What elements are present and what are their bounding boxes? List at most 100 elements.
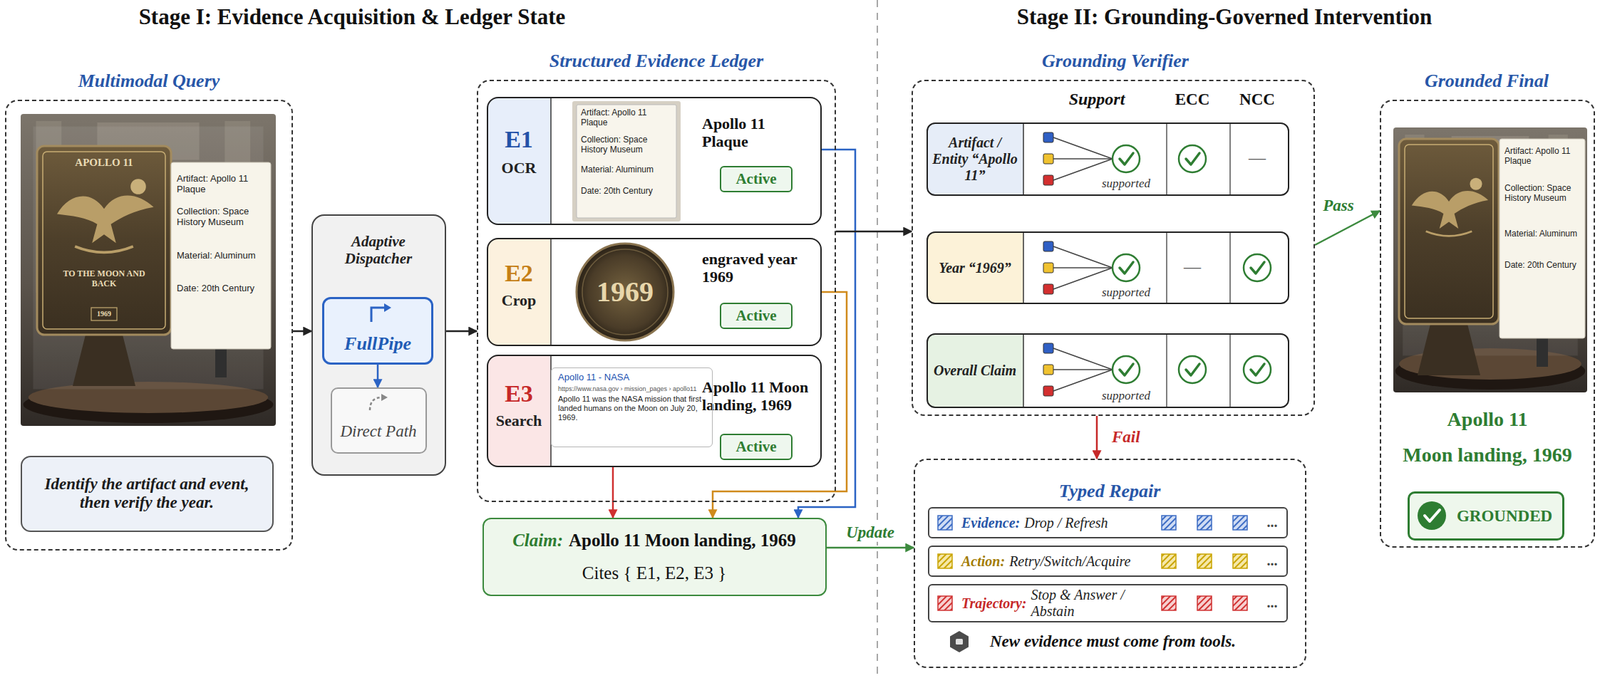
engraved-year: 1969 bbox=[596, 275, 654, 309]
box-fill bbox=[486, 238, 822, 347]
check-mark bbox=[1119, 153, 1134, 165]
connector-arrow bbox=[1314, 210, 1380, 246]
stage-heading: Stage I: Evidence Acquisition & Ledger S… bbox=[138, 4, 566, 30]
node-text: OCR bbox=[501, 158, 537, 177]
box-fill bbox=[322, 297, 434, 365]
card-text: Artifact: Apollo 11 Plaque bbox=[580, 108, 674, 129]
support-line bbox=[1053, 369, 1113, 392]
evidence-row: E3SearchApollo 11 Moon landing, 1969Apol… bbox=[486, 354, 822, 468]
cell-divider bbox=[1165, 333, 1168, 409]
grounded-icon bbox=[1424, 510, 1440, 522]
card-text: Material: Aluminum bbox=[176, 250, 267, 262]
check-mark bbox=[1119, 364, 1134, 376]
check-mark bbox=[1178, 145, 1206, 173]
box-fill bbox=[927, 507, 1288, 539]
box-fill bbox=[330, 387, 427, 454]
node-text: Active bbox=[735, 307, 777, 325]
node-text: Active bbox=[735, 170, 777, 188]
repair-row: Action:Retry/Switch/Acquire... bbox=[927, 545, 1288, 578]
plaque bbox=[37, 146, 172, 335]
repair-row: Trajectory:Stop & Answer / Abstain... bbox=[927, 584, 1288, 623]
panel-heading: Multimodal Query bbox=[78, 70, 221, 92]
box-fill bbox=[1407, 491, 1565, 541]
node-text: E2 bbox=[504, 259, 534, 288]
verifier-panel: Grounding VerifierSupportECCNCCArtifact … bbox=[911, 79, 1315, 417]
check-mark bbox=[1112, 145, 1140, 173]
node-text: Evidence: bbox=[961, 515, 1020, 532]
source-square bbox=[1043, 241, 1054, 252]
route-icon bbox=[369, 397, 383, 411]
node-text: Apollo 11 - NASA bbox=[558, 372, 706, 384]
node-text: GROUNDED bbox=[1456, 507, 1553, 526]
box-fill bbox=[926, 231, 1290, 305]
ocr-crop bbox=[572, 101, 681, 222]
query-box: Identify the artifact and event, then ve… bbox=[20, 456, 274, 533]
box-fill bbox=[927, 545, 1288, 578]
hatched-square bbox=[1232, 596, 1248, 611]
check-mark bbox=[1185, 364, 1200, 376]
plaque-stand bbox=[1417, 324, 1481, 376]
check-mark bbox=[1112, 254, 1140, 282]
card-text: Date: 20th Century bbox=[176, 283, 267, 295]
check-mark bbox=[1243, 254, 1271, 282]
card-text: Artifact: Apollo 11 Plaque bbox=[1504, 146, 1582, 167]
query-panel: Multimodal QueryIdentify the artifact an… bbox=[4, 99, 293, 551]
cell-divider bbox=[1022, 122, 1025, 196]
check-row: Overall Claim supported bbox=[926, 333, 1290, 409]
box-fill bbox=[311, 214, 447, 477]
hatched-square bbox=[937, 515, 953, 531]
node-text: Apollo 11 Moon landing, 1969 bbox=[702, 378, 814, 415]
card-text: Material: Aluminum bbox=[1504, 229, 1582, 240]
check-mark bbox=[1112, 356, 1140, 384]
stage-heading: Stage II: Grounding-Governed Interventio… bbox=[1017, 4, 1432, 30]
box-fill bbox=[550, 367, 713, 448]
connector-arrow bbox=[826, 547, 914, 550]
support-line bbox=[1053, 348, 1113, 370]
tool-icon bbox=[950, 631, 969, 653]
node-text: Direct Path bbox=[339, 422, 417, 442]
eagle-relief bbox=[1411, 191, 1489, 229]
node-text: — bbox=[1248, 148, 1266, 169]
support-line bbox=[1053, 158, 1113, 160]
final-panel: Grounded FinalApollo 11Moon landing, 196… bbox=[1379, 99, 1596, 549]
repair-row: Evidence:Drop / Refresh... bbox=[927, 507, 1288, 539]
plaque-inscription: TO THE MOON AND BACK bbox=[61, 269, 147, 290]
cell-divider bbox=[550, 96, 552, 226]
cell-divider bbox=[1229, 231, 1231, 305]
node-text: Retry/Switch/Acquire bbox=[1009, 553, 1131, 571]
plaque-inscription: APOLLO 11 bbox=[47, 156, 162, 169]
cell-tint bbox=[927, 232, 1024, 304]
node-text: Trajectory: bbox=[961, 595, 1027, 613]
node-text: Apollo 11 Plaque bbox=[702, 114, 814, 152]
box-fill bbox=[927, 584, 1288, 623]
node-text: supported bbox=[1101, 389, 1151, 404]
grounded-badge: GROUNDED bbox=[1407, 491, 1565, 541]
cell-tint bbox=[487, 238, 551, 346]
route-icon bbox=[384, 303, 392, 313]
eagle-relief bbox=[1411, 178, 1489, 237]
source-square bbox=[1043, 132, 1054, 143]
node-text: Artifact / Entity “Apollo 11” bbox=[930, 134, 1020, 184]
box-fill bbox=[486, 96, 822, 226]
box-fill bbox=[20, 456, 274, 533]
check-mark bbox=[1250, 262, 1265, 274]
node-text: — bbox=[1183, 257, 1201, 278]
node-text: Overall Claim bbox=[930, 362, 1020, 380]
route-icon bbox=[381, 394, 388, 402]
hatched-square bbox=[1161, 554, 1176, 569]
cell-divider bbox=[1165, 122, 1168, 196]
hatched-square bbox=[1161, 596, 1176, 611]
card-text: Date: 20th Century bbox=[580, 186, 674, 197]
node-text: Drop / Refresh bbox=[1024, 515, 1108, 532]
museum-card bbox=[171, 162, 271, 350]
node-text: supported bbox=[1101, 285, 1151, 301]
panel-heading: Grounded Final bbox=[1424, 70, 1549, 92]
hatched-square bbox=[937, 596, 953, 611]
check-mark bbox=[1178, 356, 1206, 384]
year-crop bbox=[582, 249, 668, 335]
evidence-row: E2Cropengraved year 1969Active bbox=[486, 238, 822, 347]
node-text: ECC bbox=[1175, 90, 1211, 110]
